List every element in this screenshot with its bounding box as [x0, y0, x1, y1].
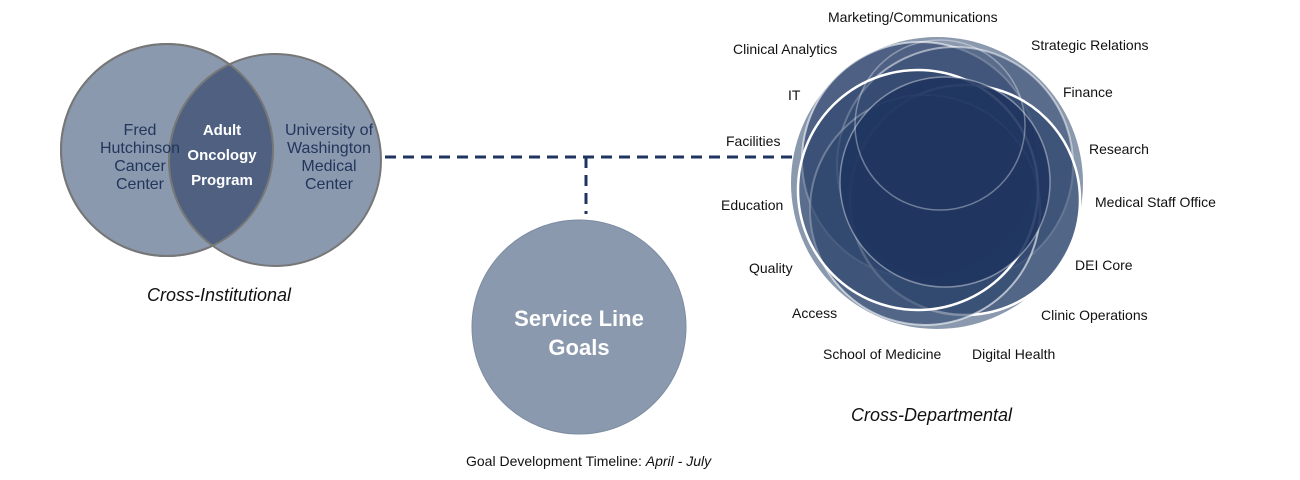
- text-line: Center: [115, 176, 165, 193]
- dept-education: Education: [721, 197, 784, 213]
- dept-school-of-medicine: School of Medicine: [823, 346, 942, 362]
- caption-cross-institutional: Cross-Institutional: [147, 285, 292, 305]
- venn-intersection: [168, 53, 273, 256]
- dept-medical-staff-office: Medical Staff Office: [1095, 194, 1216, 210]
- text-line: Fred: [123, 122, 157, 139]
- text-line: Medical: [301, 158, 357, 175]
- dept-marketing: Marketing/Communications: [828, 9, 998, 25]
- text-line: Service Line: [514, 306, 644, 331]
- text-line: Cancer: [114, 158, 166, 175]
- dept-clinic-operations: Clinic Operations: [1041, 307, 1148, 323]
- text-line: Goals: [548, 335, 610, 360]
- text-line: Adult: [202, 122, 242, 139]
- goal-timeline: Goal Development Timeline: April - July: [466, 453, 711, 469]
- venn-label-adult-oncology: Adult Oncology Program: [172, 118, 272, 193]
- dept-access: Access: [792, 305, 838, 321]
- timeline-value: April - July: [645, 453, 712, 469]
- text-line: Hutchinson: [99, 140, 181, 157]
- text-line: Washington: [287, 140, 371, 157]
- venn-label-fred-hutch: Fred Hutchinson Cancer Center: [85, 122, 195, 194]
- dept-facilities: Facilities: [726, 133, 781, 149]
- text-line: Oncology: [187, 147, 257, 164]
- timeline-label: Goal Development Timeline:: [466, 453, 642, 469]
- departmental-circle-cluster: [791, 37, 1083, 329]
- dept-dei-core: DEI Core: [1075, 257, 1133, 273]
- text-line: Program: [191, 172, 253, 189]
- dept-digital-health: Digital Health: [972, 346, 1056, 362]
- dept-quality: Quality: [749, 260, 793, 276]
- service-line-goals-label: Service Line Goals: [479, 304, 679, 362]
- dept-finance: Finance: [1063, 84, 1113, 100]
- dept-strategic-relations: Strategic Relations: [1031, 37, 1149, 53]
- venn-label-uw: University of Washington Medical Center: [276, 122, 382, 194]
- caption-cross-departmental: Cross-Departmental: [851, 405, 1013, 425]
- dept-research: Research: [1089, 141, 1149, 157]
- text-line: Center: [304, 176, 354, 193]
- dept-it: IT: [788, 87, 801, 103]
- text-line: University of: [284, 122, 374, 139]
- dept-clinical-analytics: Clinical Analytics: [733, 41, 838, 57]
- service-line-goals-circle: [471, 219, 687, 435]
